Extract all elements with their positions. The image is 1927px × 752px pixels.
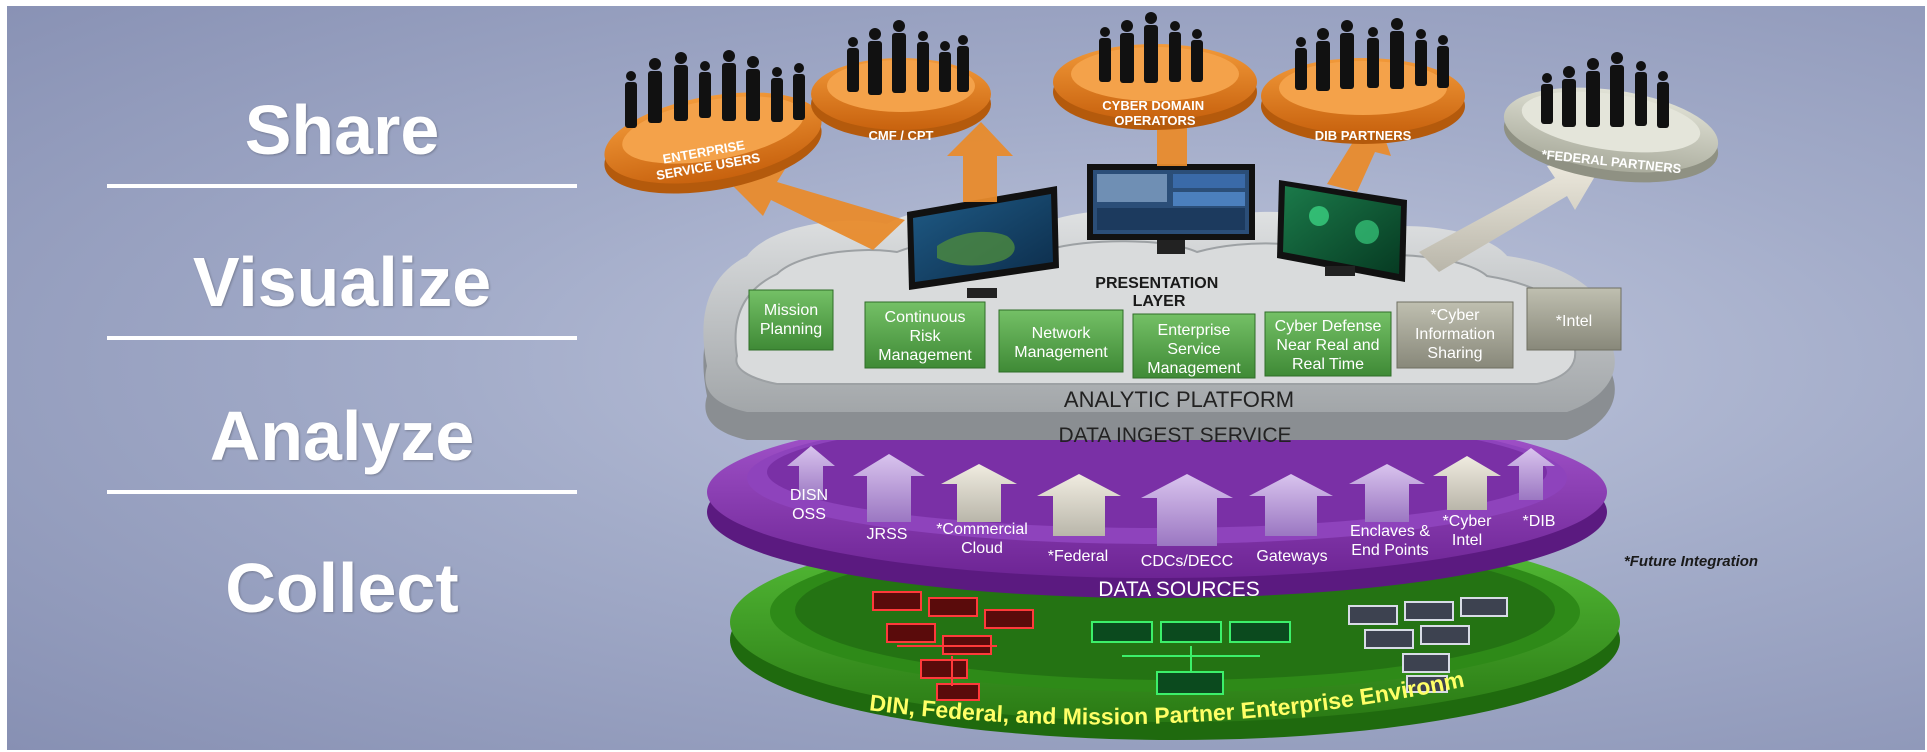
svg-text:Management: Management (1147, 360, 1241, 377)
stage-label-collect: Collect (225, 549, 459, 627)
audience-label-cyber-domain-operators: CYBER DOMAIN OPERATORS (1102, 98, 1207, 128)
diagram-canvas: Share Visualize Analyze Collect (7, 6, 1925, 750)
capability-boxes: Mission Planning Continuous Risk Managem… (748, 287, 1622, 379)
svg-text:Mission: Mission (764, 302, 818, 319)
stage-divider (107, 490, 577, 494)
data-sources-label: DATA SOURCES (1098, 578, 1259, 601)
capability-network-management: Network Management (998, 309, 1124, 373)
monitor-operations (1087, 164, 1255, 254)
data-source-label: OSS (792, 506, 826, 523)
people-group-enterprise (625, 50, 805, 128)
data-source-label: JRSS (867, 526, 908, 543)
data-source-label: End Points (1351, 542, 1428, 559)
data-ingest-service-label: DATA INGEST SERVICE (1058, 424, 1291, 447)
analytic-platform-label: ANALYTIC PLATFORM (1064, 387, 1294, 412)
svg-text:Cyber Defense: Cyber Defense (1275, 318, 1382, 335)
network-cluster-green (1091, 621, 1291, 695)
data-source-label: CDCs/DECC (1141, 553, 1233, 570)
network-cluster-gray (1348, 597, 1508, 693)
svg-text:Near Real and: Near Real and (1276, 337, 1379, 354)
capability-mission-planning: Mission Planning (748, 289, 834, 351)
svg-text:Real Time: Real Time (1292, 356, 1364, 373)
presentation-layer-label: PRESENTATION LAYER (1095, 275, 1222, 310)
svg-text:Management: Management (878, 347, 972, 364)
people-group-cmf-cpt (847, 20, 969, 95)
data-source-label: *Commercial (936, 521, 1028, 538)
data-source-label: Cloud (961, 540, 1003, 557)
capability-cyber-information-sharing: *Cyber Information Sharing (1396, 301, 1514, 369)
audience-label-dib-partners: DIB PARTNERS (1315, 128, 1412, 143)
data-source-label: Gateways (1256, 548, 1327, 565)
network-cluster-red (872, 591, 1034, 701)
data-source-label: Intel (1452, 532, 1482, 549)
stage-label-analyze: Analyze (209, 397, 475, 475)
svg-text:Service: Service (1167, 341, 1220, 358)
capability-enterprise-service-management: Enterprise Service Management (1132, 313, 1256, 379)
data-source-label: Enclaves & (1350, 523, 1430, 540)
data-source-label: *DIB (1523, 513, 1556, 530)
data-source-labels: DISN OSS JRSS *Commercial Cloud *Federal… (790, 487, 1556, 570)
svg-text:Risk: Risk (909, 328, 941, 345)
monitor-map (907, 186, 1059, 298)
svg-text:*Intel: *Intel (1556, 313, 1592, 330)
data-source-arrows (787, 446, 1555, 546)
future-integration-note: *Future Integration (1624, 553, 1758, 570)
people-group-cyber-domain-operators (1099, 12, 1203, 83)
svg-text:Information: Information (1415, 326, 1495, 343)
audience-label-cmf-cpt: CMF / CPT (869, 128, 934, 143)
audience-disc-dib-partners (1261, 58, 1465, 144)
capability-cyber-defense: Cyber Defense Near Real and Real Time (1264, 311, 1392, 377)
architecture-diagram: DODIN, Federal, and Mission Partner Ente… (7, 6, 1758, 740)
svg-text:Management: Management (1014, 344, 1108, 361)
data-source-label: *Cyber (1443, 513, 1493, 530)
svg-text:*Cyber: *Cyber (1431, 307, 1481, 324)
audience-disc-enterprise (604, 92, 822, 194)
svg-text:Planning: Planning (760, 321, 822, 338)
data-source-label: *Federal (1048, 548, 1108, 565)
people-group-federal-partners (1541, 52, 1669, 128)
svg-text:Sharing: Sharing (1427, 345, 1482, 362)
svg-text:Enterprise: Enterprise (1158, 322, 1231, 339)
svg-text:Continuous: Continuous (885, 309, 966, 326)
stage-divider (107, 336, 577, 340)
people-silhouettes (625, 12, 1669, 128)
people-group-dib-partners (1295, 18, 1449, 91)
stage-label-share: Share (244, 91, 440, 169)
capability-continuous-risk-management: Continuous Risk Management (864, 301, 986, 369)
svg-text:Network: Network (1032, 325, 1092, 342)
capability-intel: *Intel (1526, 287, 1622, 351)
stage-label-visualize: Visualize (192, 243, 492, 321)
monitor-cyber (1277, 180, 1407, 282)
data-source-label: DISN (790, 487, 828, 504)
stage-divider (107, 184, 577, 188)
